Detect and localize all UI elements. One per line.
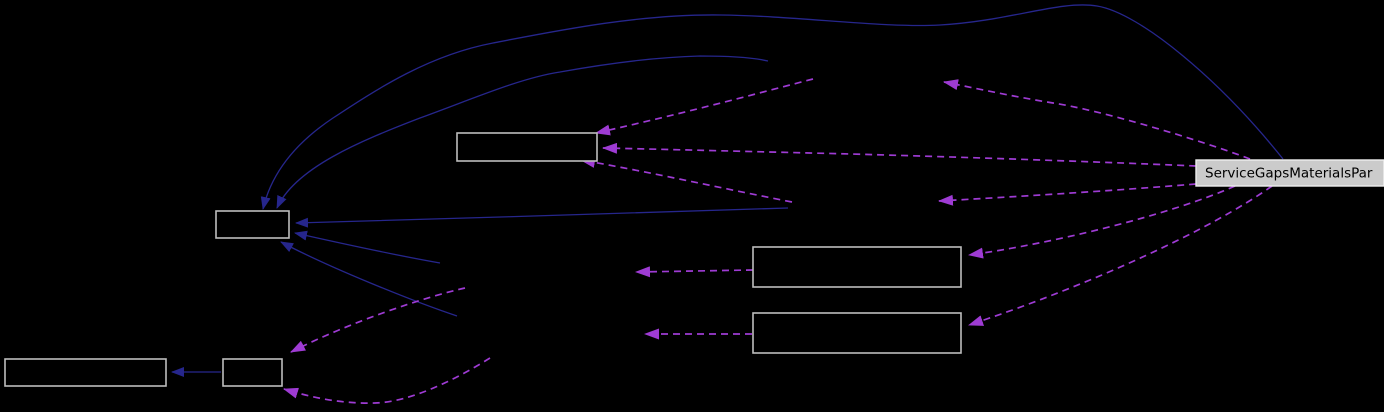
- edge-solid-from-center-upper: [294, 230, 441, 264]
- edge-dashed-to-bottom-small-bottom: [283, 357, 491, 404]
- node-mid-lower[interactable]: [752, 312, 962, 354]
- edge-dashed-to-topbox-corner: [595, 78, 814, 136]
- node-mid-lower-box[interactable]: [752, 312, 962, 354]
- node-servicegapsmaterialspar-box[interactable]: [1195, 159, 1384, 187]
- edge-dashed-to-bottom-small-top: [290, 287, 466, 353]
- edge-dashed-main-to-topbox: [602, 142, 1197, 167]
- edge-solid-from-center-lower: [280, 241, 458, 317]
- node-mid-upper[interactable]: [752, 246, 962, 288]
- node-servicegapsmaterialspar[interactable]: ServiceGapsMaterialsPar: [1195, 159, 1384, 187]
- edge-solid-top-inner-arc: [276, 55, 769, 209]
- edge-solid-horizontal-left: [295, 207, 789, 228]
- edge-solid-top-outer-arc: [260, 4, 1284, 210]
- edge-dashed-main-to-mid-upper: [968, 185, 1236, 259]
- node-bottom-small[interactable]: [222, 358, 283, 387]
- edge-dashed-main-to-mid-lower: [968, 185, 1273, 326]
- node-servicegapsmaterialspar-label: ServiceGapsMaterialsPar: [1205, 166, 1373, 182]
- edge-dashed-to-topbox-bottom: [580, 156, 793, 203]
- node-top-middle-box[interactable]: [456, 132, 598, 162]
- node-bottom-wide-box[interactable]: [4, 358, 167, 387]
- node-bottom-small-box[interactable]: [222, 358, 283, 387]
- node-left-small-box[interactable]: [215, 210, 290, 239]
- edge-dashed-main-to-hidden-upper: [943, 79, 1251, 160]
- edge-dashed-main-to-hidden-middle: [938, 183, 1197, 206]
- node-left-small[interactable]: [215, 210, 290, 239]
- node-mid-upper-box[interactable]: [752, 246, 962, 288]
- node-top-middle[interactable]: [456, 132, 598, 162]
- node-bottom-wide[interactable]: [4, 358, 167, 387]
- edge-dashed-mid-upper-to-hidden: [635, 266, 754, 278]
